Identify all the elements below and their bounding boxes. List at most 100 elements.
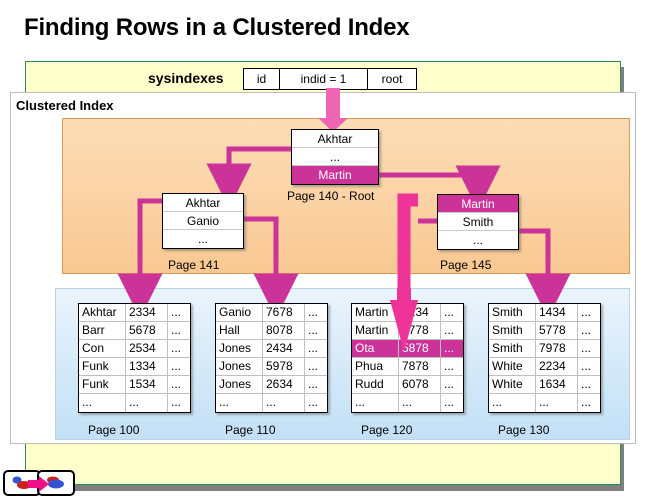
cell-value: 3778 [399,322,441,339]
cell-more: ... [171,377,182,391]
cell-value: 7978 [536,340,578,357]
sysindexes-cell-root: root [381,72,403,86]
cell-name: Hall [216,322,263,339]
cell-value: 2534 [126,340,168,357]
cell-more: ... [581,305,592,319]
cell-value: 7878 [399,358,441,375]
index-page-root[interactable]: Akhtar ... Martin [291,129,379,185]
cell-name: Phua [352,358,399,375]
cell-more: ... [444,359,455,373]
table-row: ......... [489,394,600,412]
cell-name: Con [79,340,126,357]
cell-name: ... [489,394,536,412]
cell-more: ... [444,305,455,319]
cell-name: Barr [79,322,126,339]
cell-name: Ganio [216,304,263,321]
cell-more: ... [171,395,182,409]
cell-name: Martin [352,322,399,339]
cell-more: ... [308,359,319,373]
index-row: Ganio [163,212,243,230]
table-row: ......... [216,394,327,412]
page-label-100: Page 100 [88,423,140,437]
cell-name: Jones [216,358,263,375]
clustered-index-title: Clustered Index [16,98,114,113]
page-label-120: Page 120 [361,423,413,437]
cell-name: Smith [489,340,536,357]
index-page-145[interactable]: Martin Smith ... [437,194,519,250]
table-row: ......... [352,394,463,412]
sysindexes-cell-id: id [244,69,280,89]
cell-more: ... [171,305,182,319]
page-label-141: Page 141 [168,258,220,272]
cell-value: 7678 [263,304,305,321]
cell-more: ... [308,305,319,319]
cell-name: Jones [216,376,263,393]
sysindexes-row: id indid = 1 root [243,68,417,90]
cell-name: White [489,358,536,375]
previous-slide-icon [12,476,31,489]
cell-value: 6078 [399,376,441,393]
cell-more: ... [444,341,455,355]
index-row-highlighted: Martin [292,166,378,184]
index-row: Smith [438,213,518,231]
cell-more: ... [308,377,319,391]
cell-more: ... [444,395,455,409]
cell-more: ... [308,395,319,409]
cell-name: Jones [216,340,263,357]
cell-value: ... [536,394,578,412]
cell-value: 2634 [263,376,305,393]
page-label-130: Page 130 [498,423,550,437]
cell-more: ... [308,323,319,337]
index-row: Akhtar [163,194,243,212]
cell-value: ... [263,394,305,412]
sysindexes-cell-indid: indid = 1 [280,69,368,89]
cell-name: Akhtar [79,304,126,321]
table-row: ......... [79,394,190,412]
cell-more: ... [171,341,182,355]
cell-value: 5778 [536,322,578,339]
cell-more: ... [171,323,182,337]
page-label-110: Page 110 [225,423,276,437]
cell-value: 2234 [536,358,578,375]
band-shadow-bottom [31,485,624,491]
cell-more: ... [444,377,455,391]
cell-name: Smith [489,304,536,321]
cell-more: ... [581,395,592,409]
cell-name: Smith [489,322,536,339]
cell-value: ... [126,394,168,412]
sysindexes-label: sysindexes [148,70,224,86]
next-slide-icon [47,476,64,489]
cell-name: White [489,376,536,393]
cell-value: 1434 [536,304,578,321]
cell-value: 8078 [263,322,305,339]
index-row: ... [292,148,378,166]
pink-arrow-icon [28,476,49,492]
cell-name: Funk [79,376,126,393]
cell-value: ... [399,394,441,412]
cell-name: Martin [352,304,399,321]
index-page-141[interactable]: Akhtar Ganio ... [162,193,244,249]
cell-name: Rudd [352,376,399,393]
index-row-highlighted: Martin [438,195,518,213]
page-label-140: Page 140 - Root [287,189,375,203]
cell-value: 2434 [263,340,305,357]
